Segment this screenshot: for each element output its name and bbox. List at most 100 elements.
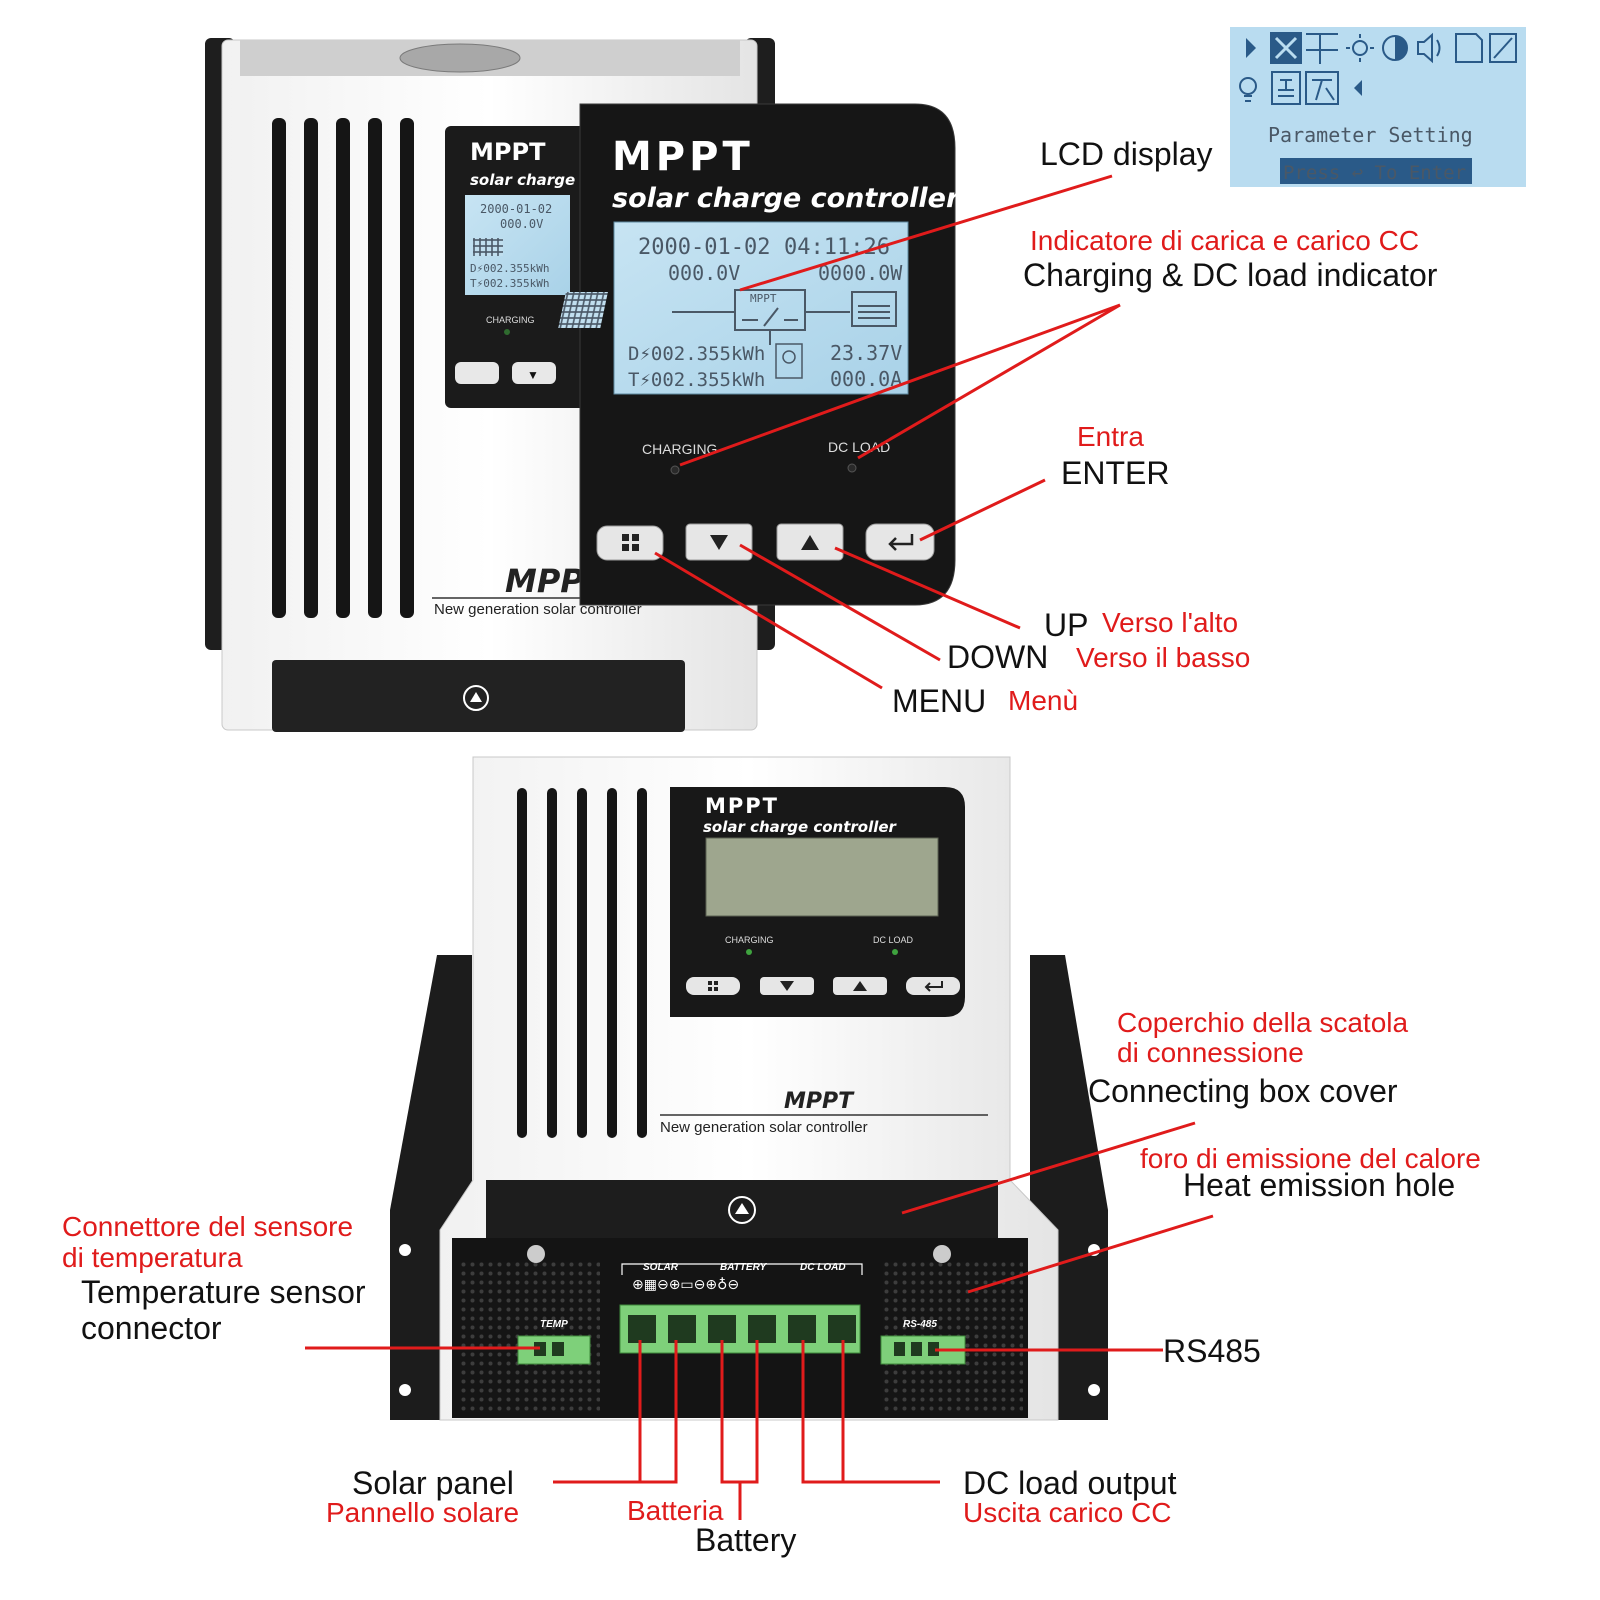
network-icon [1271, 71, 1301, 105]
callout-battery-it: Batteria [627, 1495, 724, 1526]
speaker-icon [1417, 32, 1441, 64]
terminal-label-dcload: DC LOAD [800, 1262, 846, 1273]
bottom-model-mark: MPPT [784, 1089, 855, 1114]
callout-box-cover-it-2: di connessione [1117, 1037, 1304, 1068]
back-lcd-total: T⚡002.355kWh [470, 277, 549, 290]
terminal-label-temp: TEMP [540, 1319, 568, 1330]
callout-heat-hole-it: foro di emissione del calore [1140, 1143, 1481, 1174]
bottom-led-charging-label: CHARGING [725, 935, 774, 945]
back-led-charging-label: CHARGING [486, 315, 535, 325]
terminal-label-battery: BATTERY [720, 1262, 768, 1273]
back-led-charging [504, 329, 510, 335]
callout-lcd-display: LCD display [1040, 136, 1213, 172]
bottom-vents [517, 788, 647, 1138]
callout-up-en: UP [1044, 607, 1088, 643]
back-solar-panel-icon [473, 238, 503, 256]
callout-indicator-en: Charging & DC load indicator [1023, 257, 1438, 293]
callout-temp-en-1: Temperature sensor [81, 1274, 366, 1310]
callout-solar-it: Pannello solare [326, 1497, 519, 1528]
exit-icon [1489, 33, 1517, 63]
document-icon [1455, 33, 1483, 63]
menu-grid-icon [622, 534, 639, 551]
lcd-mppt-slash [742, 307, 798, 327]
down-arrow-icon [710, 535, 728, 550]
grid-icon [1306, 33, 1338, 64]
back-menu-button[interactable] [455, 362, 499, 384]
lcd-power: 0000.0W [818, 261, 903, 285]
polarity-signs: ⊕▦⊖⊕▭⊖⊕♁⊖ [632, 1277, 739, 1293]
bottom-led-dcload-label: DC LOAD [873, 935, 914, 945]
callout-temp-en-2: connector [81, 1310, 222, 1346]
language-icon [1305, 71, 1339, 105]
bottom-led-dcload [892, 949, 898, 955]
lcd-pv-voltage: 000.0V [668, 261, 740, 285]
callout-up-it: Verso l'alto [1102, 607, 1238, 638]
callout-enter-it: Entra [1077, 421, 1144, 452]
front-panel: MPPT solar charge controller 2000-01-02 … [558, 103, 961, 606]
back-lcd-voltage: 000.0V [500, 217, 543, 231]
callout-battery-en: Battery [695, 1522, 796, 1558]
play-arrow-icon [1246, 38, 1256, 58]
front-led-charging-label: CHARGING [642, 441, 717, 457]
fan-icon [399, 43, 521, 73]
back-down-button[interactable] [512, 362, 556, 384]
back-arrow-icon [1354, 80, 1362, 96]
callout-menu-it: Menù [1008, 685, 1078, 716]
bottom-menu-button[interactable] [686, 977, 740, 995]
lcd-inset-hint: Press ↩ To Enter [1283, 162, 1466, 184]
callout-enter-en: ENTER [1061, 455, 1169, 491]
main-terminal-block [619, 1304, 861, 1354]
callout-menu-en: MENU [892, 683, 986, 719]
terminal-screw-right [933, 1245, 951, 1263]
back-down-arrow-icon: ▼ [527, 368, 539, 382]
front-lcd [613, 221, 909, 395]
bottom-down-button[interactable] [760, 977, 814, 995]
back-lcd-daily: D⚡002.355kWh [470, 262, 549, 275]
callout-solar-en: Solar panel [352, 1465, 514, 1501]
bottom-led-charging [746, 949, 752, 955]
down-button[interactable] [685, 523, 753, 561]
lcd-inset-hint-bar [1280, 158, 1472, 184]
callout-rs485: RS485 [1163, 1333, 1261, 1369]
callout-dcload-en: DC load output [963, 1465, 1177, 1501]
front-brand: MPPT [612, 134, 754, 180]
front-led-dcload-label: DC LOAD [828, 439, 890, 455]
enter-button[interactable] [865, 523, 935, 561]
callout-box-cover-it-1: Coperchio della scatola [1117, 1007, 1408, 1038]
callout-down-it: Verso il basso [1076, 642, 1250, 673]
lcd-date: 2000-01-02 [638, 235, 770, 260]
up-button[interactable] [776, 523, 844, 561]
enter-return-icon [888, 534, 914, 551]
cover-screw-icon [728, 1196, 756, 1224]
terminal-label-solar: SOLAR [643, 1262, 679, 1273]
lcd-total-energy: T⚡002.355kWh [628, 369, 765, 391]
callout-temp-it-2: di temperatura [62, 1242, 243, 1273]
bottom-enter-button[interactable] [906, 977, 960, 995]
lcd-solar-panel-icon [558, 292, 608, 328]
bottom-up-button[interactable] [833, 977, 887, 995]
callout-heat-hole-en: Heat emission hole [1183, 1167, 1455, 1203]
back-brand: MPPT [470, 138, 546, 166]
temp-sensor-terminal [517, 1335, 591, 1365]
sun-icon [1346, 34, 1374, 62]
menu-button[interactable] [596, 525, 664, 561]
back-lcd-date: 2000-01-02 [480, 202, 552, 216]
bottom-brand: MPPT [705, 794, 779, 818]
lcd-time: 04:11:26 [784, 235, 890, 260]
up-arrow-icon [801, 535, 819, 550]
lcd-inset: Parameter Setting Press ↩ To Enter [1230, 27, 1526, 187]
bulb-icon [1239, 77, 1257, 102]
lcd-battery-icon [851, 291, 897, 327]
lcd-inset-menu-title: Parameter Setting [1268, 123, 1473, 147]
bottom-device: MPPT solar charge controller CHARGING DC… [390, 756, 1108, 1421]
bottom-tagline: New generation solar controller [660, 1119, 868, 1136]
top-vents [272, 118, 414, 618]
top-cover-screw-icon [463, 685, 489, 711]
lcd-battery-voltage: 23.37V [830, 341, 902, 365]
front-led-dcload [847, 463, 857, 473]
callout-dcload-it: Uscita carico CC [963, 1497, 1171, 1528]
terminal-label-rs485: RS-485 [903, 1319, 937, 1330]
bottom-subtitle: solar charge controller [703, 818, 898, 836]
callout-lines [305, 174, 1214, 1520]
